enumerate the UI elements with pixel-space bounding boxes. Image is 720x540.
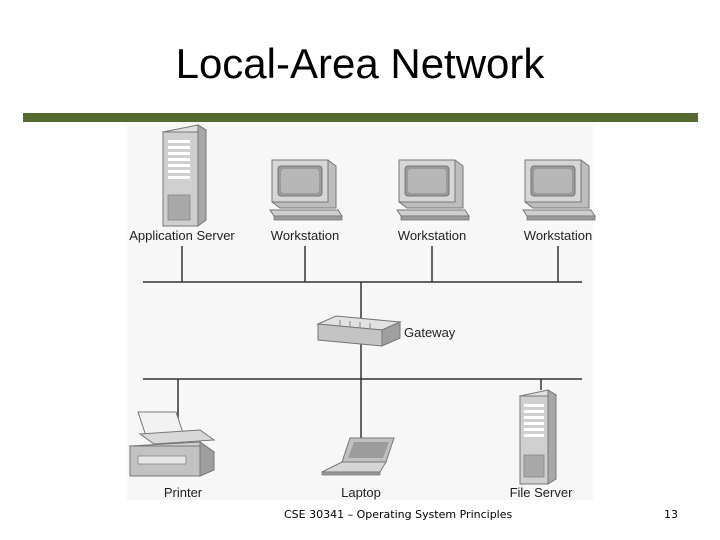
title-underline-bar	[23, 113, 698, 122]
label-workstation-3: Workstation	[524, 228, 592, 243]
label-file-server: File Server	[510, 485, 574, 500]
laptop-icon	[321, 437, 395, 476]
workstation-icon-1	[269, 159, 343, 221]
label-printer: Printer	[164, 485, 203, 500]
page-number: 13	[664, 508, 678, 521]
printer-icon	[128, 411, 216, 477]
file-server-icon	[518, 389, 558, 485]
workstation-icon-2	[396, 159, 470, 221]
label-application-server: Application Server	[129, 228, 235, 243]
workstation-icon-3	[522, 159, 596, 221]
label-workstation-1: Workstation	[271, 228, 339, 243]
label-laptop: Laptop	[341, 485, 381, 500]
gateway-icon	[316, 315, 402, 347]
application-server-icon	[161, 124, 208, 227]
slide-footer: CSE 30341 – Operating System Principles	[284, 508, 513, 521]
slide-title: Local-Area Network	[175, 40, 545, 87]
label-workstation-2: Workstation	[398, 228, 466, 243]
label-gateway: Gateway	[404, 325, 456, 340]
